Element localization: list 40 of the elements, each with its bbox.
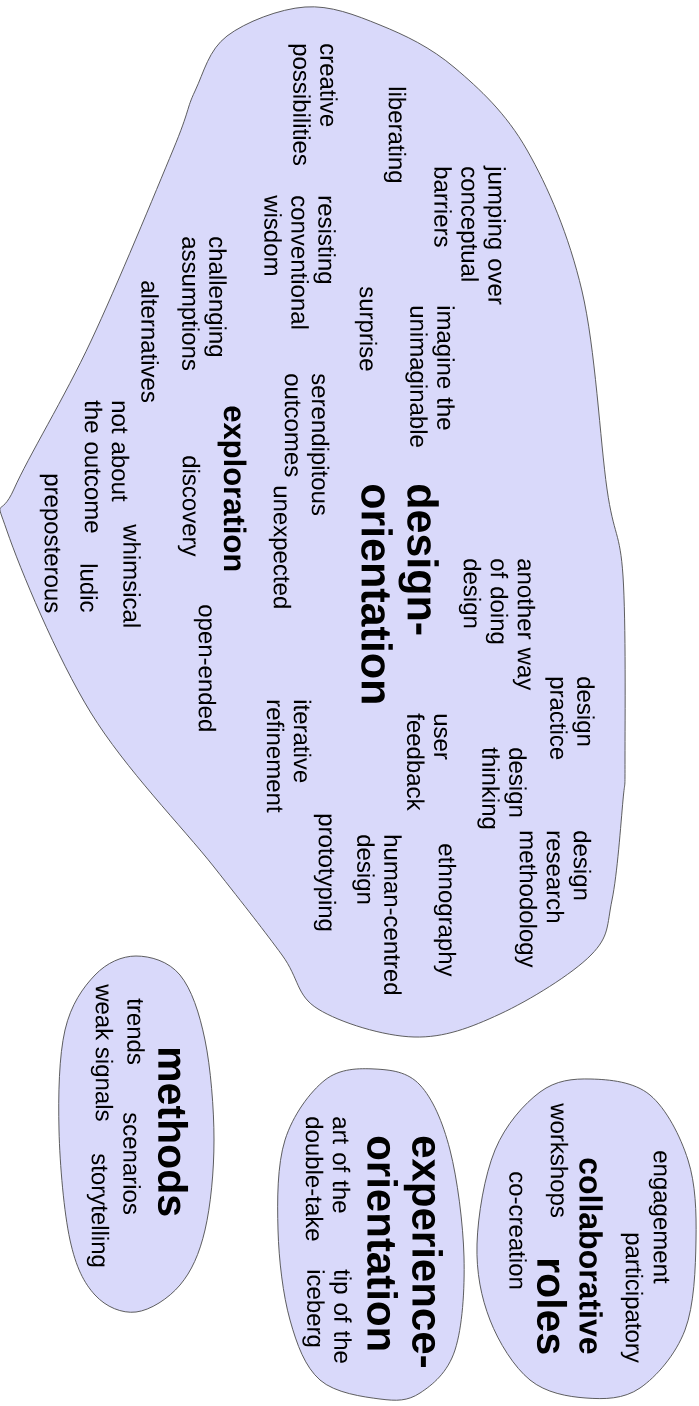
word-cloud-blob: [476, 1078, 697, 1400]
keyword: jumping over conceptual barriers: [434, 165, 506, 305]
keyword: preposterous: [39, 474, 61, 613]
keyword: design thinking: [477, 747, 527, 829]
keyword: weak signals: [90, 984, 114, 1121]
keyword: alternatives: [141, 281, 159, 403]
keyword: prototyping: [313, 814, 337, 931]
keyword: creative possibilities: [288, 44, 338, 166]
keyword: human-centred design: [352, 835, 402, 995]
category-heading: design- orientation: [361, 484, 439, 703]
keyword: another way of doing design: [458, 559, 536, 691]
keyword: tip of the iceberg: [302, 1269, 352, 1363]
word-cloud-blob: [277, 1068, 465, 1401]
keyword: co-creation: [509, 1172, 527, 1289]
keyword: design practice: [545, 677, 595, 760]
word-cloud-blob: [58, 955, 215, 1313]
keyword: resisting conventional wisdom: [264, 195, 336, 329]
keyword: open-ended: [193, 605, 217, 731]
keyword: storytelling: [86, 1153, 110, 1267]
keyword: surprise: [354, 286, 378, 371]
category-heading: methods: [157, 1048, 189, 1216]
keyword: workshops: [545, 1103, 569, 1218]
subheading: exploration: [217, 406, 247, 571]
keyword: scenarios: [123, 1112, 141, 1215]
keyword: participatory: [620, 1233, 644, 1363]
keyword: trends: [127, 998, 145, 1065]
keyword: discovery: [177, 456, 201, 557]
keyword: art of the double-take: [305, 1117, 351, 1241]
keyword: imagine the unimaginable: [405, 306, 455, 447]
keyword: design research methodology: [514, 831, 592, 968]
keyword: iterative refinement: [266, 700, 312, 813]
category-heading: collaborative: [579, 1158, 603, 1354]
category-heading: experience- orientation: [367, 1136, 443, 1367]
category-heading: roles: [536, 1259, 568, 1354]
keyword: engagement: [648, 1151, 670, 1284]
keyword: user feedback: [406, 713, 448, 811]
keyword: liberating: [383, 87, 407, 182]
keyword: ludic: [80, 564, 98, 612]
keyword: challenging assumptions: [177, 237, 227, 371]
keyword: ethnography: [433, 844, 457, 977]
